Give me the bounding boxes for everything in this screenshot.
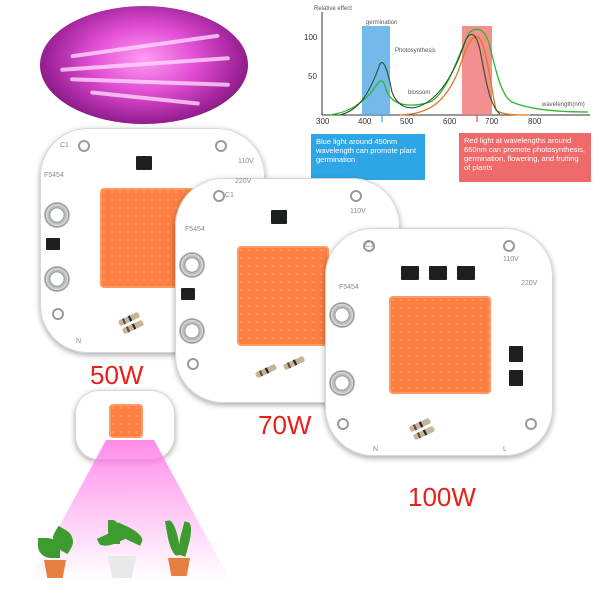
blue-light-callout: Blue light around 450nm wavelength can p… (311, 134, 425, 180)
silk-l: L (503, 446, 507, 453)
silk-c1: C1 (60, 142, 69, 149)
silk-model: F5454 (339, 284, 359, 291)
silk-volt: 110V (350, 208, 366, 215)
x-tick-300: 300 (316, 117, 330, 124)
greenhouse-photo (40, 6, 248, 124)
silk-n: N (76, 338, 82, 345)
y-tick-50: 50 (308, 72, 317, 81)
x-tick-600: 600 (443, 117, 457, 124)
silk-v: 220V (235, 178, 252, 185)
red-light-callout: Red light at wavelengths around 660nm ca… (459, 133, 591, 182)
x-tick-700: 700 (485, 117, 499, 124)
x-axis-label: wavelength(nm) (541, 102, 585, 108)
green-curve (329, 28, 589, 116)
label-germination: germination (366, 20, 397, 26)
silk-model: F5454 (185, 226, 205, 233)
y-axis-label: Relative effect (314, 6, 352, 12)
label-photosynthesis: Photosynthesis (395, 48, 436, 54)
x-tick-400: 400 (358, 117, 372, 124)
silk-c1: C1 (225, 192, 234, 199)
spectrum-chart: Relative effect 100 50 germination Photo… (304, 6, 590, 124)
label-blossom: blossom (408, 90, 430, 96)
blue-band (362, 26, 390, 115)
y-tick-100: 100 (304, 33, 318, 42)
cob-board-100w: F5454 110V C1 220V N L (325, 228, 553, 456)
orange-curve (399, 35, 531, 116)
dark-curve (339, 33, 501, 116)
silk-volt: 110V (238, 158, 254, 165)
x-tick-800: 800 (528, 117, 542, 124)
silk-n: N (373, 446, 379, 453)
silk-volt: 110V (503, 256, 519, 263)
watt-label-50w: 50W (90, 360, 144, 390)
watt-label-100w: 100W (408, 482, 476, 512)
x-tick-500: 500 (400, 117, 414, 124)
silk-c1: C1 (365, 242, 374, 249)
watt-label-70w: 70W (258, 410, 312, 440)
silk-v: 220V (521, 280, 538, 287)
silk-model: F5454 (44, 172, 64, 179)
